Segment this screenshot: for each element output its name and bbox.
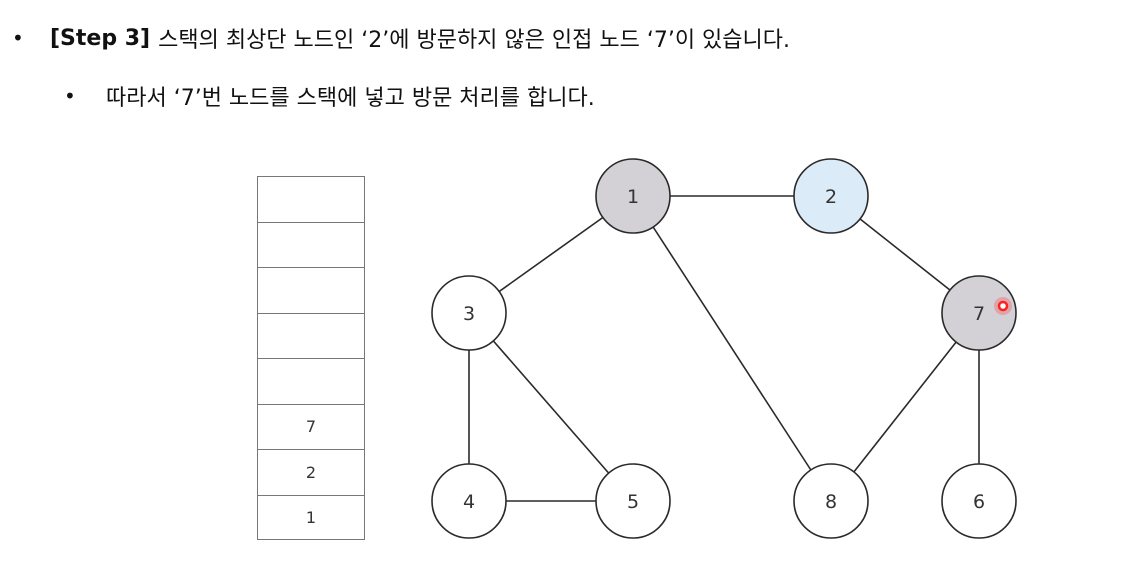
stack-cell — [257, 176, 365, 222]
stack-cell — [257, 221, 365, 267]
node-4 — [431, 463, 507, 539]
node-6 — [941, 463, 1017, 539]
stack-cell: 1 — [257, 494, 365, 540]
bullet-1: • — [12, 26, 24, 50]
node-label-5: 5 — [627, 491, 639, 513]
stack-cell: 7 — [257, 403, 365, 449]
node-5 — [595, 463, 671, 539]
instruction-line-2: • 따라서 ‘7’번 노드를 스택에 넣고 방문 처리를 합니다. — [64, 80, 595, 112]
node-7 — [941, 275, 1017, 351]
node-label-6: 6 — [973, 491, 985, 513]
stack-cell: 2 — [257, 449, 365, 495]
node-label-4: 4 — [463, 491, 475, 513]
graph-edges — [468, 195, 980, 502]
instruction-text-2: 따라서 ‘7’번 노드를 스택에 넣고 방문 처리를 합니다. — [106, 86, 595, 111]
stack-cell — [257, 312, 365, 358]
edge-3-5 — [468, 312, 634, 502]
cursor-dot — [997, 300, 1009, 312]
node-2 — [793, 158, 869, 234]
edge-1-8 — [632, 195, 832, 502]
node-8 — [793, 463, 869, 539]
instruction-line-1: • [Step 3] 스택의 최상단 노드인 ‘2’에 방문하지 않은 인접 노… — [12, 22, 790, 54]
node-label-3: 3 — [463, 303, 475, 325]
instruction-text-1: 스택의 최상단 노드인 ‘2’에 방문하지 않은 인접 노드 ‘7’이 있습니다… — [158, 28, 791, 53]
node-3 — [431, 275, 507, 351]
stack-cell — [257, 267, 365, 313]
step-tag: [Step 3] — [50, 25, 151, 51]
graph-nodes: 1 2 3 7 4 5 8 6 — [431, 158, 1017, 539]
node-label-1: 1 — [627, 186, 639, 208]
edge-7-8 — [830, 312, 980, 502]
node-label-2: 2 — [825, 186, 837, 208]
node-label-7: 7 — [973, 303, 985, 325]
cursor-indicator — [994, 297, 1012, 315]
bullet-2: • — [64, 84, 76, 108]
stack: 7 2 1 — [257, 176, 365, 540]
stack-cell — [257, 358, 365, 404]
node-1 — [595, 158, 671, 234]
node-label-8: 8 — [825, 491, 837, 513]
